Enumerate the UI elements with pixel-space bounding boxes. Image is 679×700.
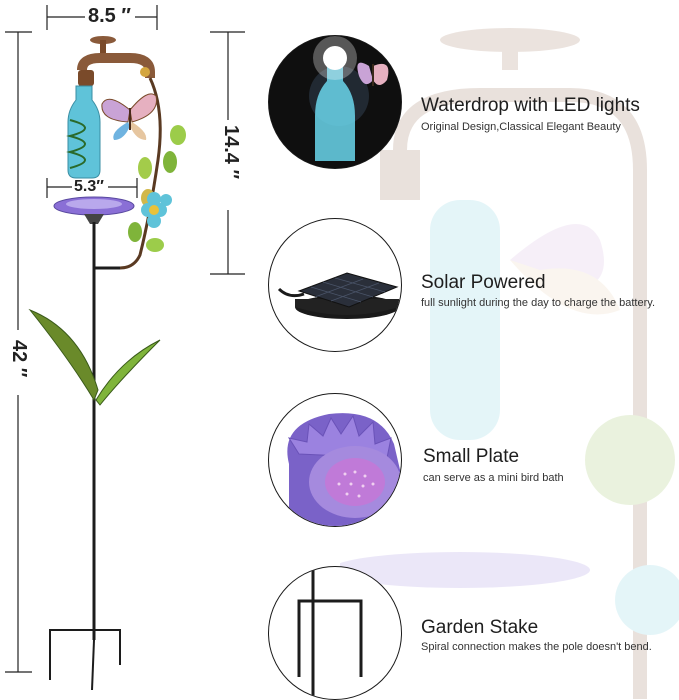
feature-image-plate [268, 393, 402, 527]
plate-dimension-line [46, 178, 138, 198]
height-dimension-line [210, 31, 245, 275]
bird-bath-plate-icon [287, 413, 401, 526]
width-dimension-line [46, 5, 158, 30]
background-product-ghost [340, 0, 679, 699]
stake-leaf-icon [28, 308, 161, 406]
feature-image-solar-panel [268, 218, 402, 352]
feature-title-stake: Garden Stake [421, 617, 539, 638]
flower-icon [141, 192, 172, 228]
garden-stake-icon [297, 567, 363, 699]
feature-subtitle-plate: can serve as a mini bird bath [423, 472, 564, 484]
feature-title-led: Waterdrop with LED lights [421, 95, 640, 116]
height-dimension-label: 14.4 ″ [220, 125, 242, 180]
total-dimension-line [5, 31, 32, 673]
stake-pole-icon [49, 222, 121, 691]
blue-bottle-icon [66, 85, 101, 179]
feature-subtitle-stake: Spiral connection makes the pole doesn't… [421, 641, 652, 653]
faucet-icon [77, 36, 155, 86]
feature-subtitle-solar: full sunlight during the day to charge t… [421, 297, 655, 309]
feature-title-plate: Small Plate [423, 446, 520, 467]
total-dimension-label: 42 ″ [8, 340, 30, 378]
width-dimension-label: 8.5 ″ [88, 5, 131, 27]
feature-subtitle-led: Original Design,Classical Elegant Beauty [421, 121, 621, 133]
led-bottle-icon [269, 36, 401, 168]
product-illustration [0, 0, 260, 699]
solar-panel-icon [277, 272, 399, 319]
purple-plate-icon [53, 196, 135, 224]
feature-title-solar: Solar Powered [421, 272, 546, 293]
leaf-decoration-icon [128, 125, 186, 252]
feature-image-stake [268, 566, 402, 700]
feature-image-led-bottle [268, 35, 402, 169]
plate-dimension-label: 5.3″ [74, 178, 104, 195]
butterfly-icon [101, 93, 157, 140]
